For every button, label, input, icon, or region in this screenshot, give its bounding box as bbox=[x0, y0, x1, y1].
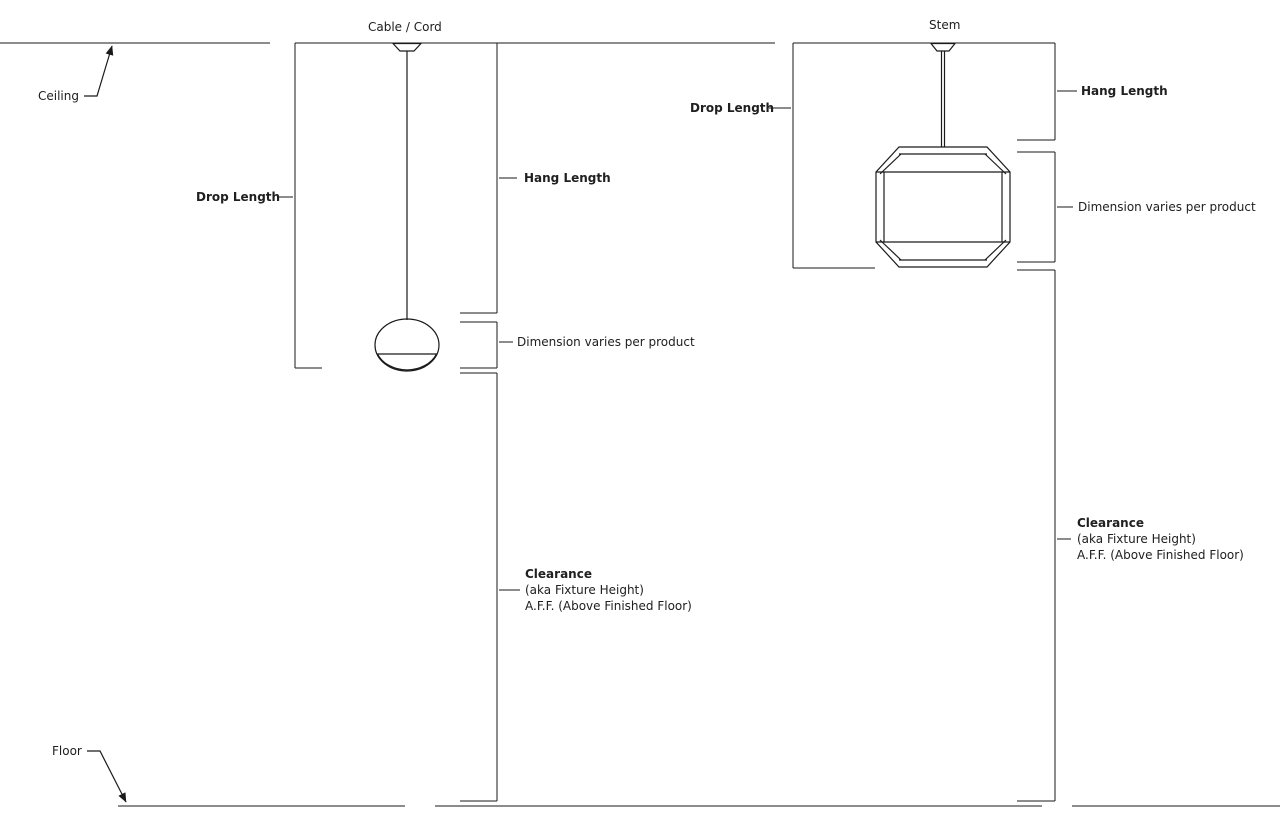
floor-leader-line bbox=[87, 750, 127, 803]
left-dimension-bracket bbox=[460, 321, 513, 369]
left-clearance-title: Clearance bbox=[525, 567, 592, 581]
left-clearance-label: Clearance (aka Fixture Height) A.F.F. (A… bbox=[525, 566, 692, 614]
right-clearance-title: Clearance bbox=[1077, 516, 1144, 530]
right-hang-length-bracket bbox=[1017, 43, 1077, 141]
ceiling-leader-line bbox=[84, 45, 114, 97]
right-clearance-aka: (aka Fixture Height) bbox=[1077, 532, 1196, 546]
right-hang-length-label: Hang Length bbox=[1081, 84, 1168, 98]
right-pendant-fixture bbox=[875, 42, 1011, 268]
right-clearance-label: Clearance (aka Fixture Height) A.F.F. (A… bbox=[1077, 515, 1244, 563]
left-pendant-fixture bbox=[374, 42, 440, 372]
right-dimension-bracket bbox=[1017, 151, 1073, 263]
floor-label: Floor bbox=[52, 744, 82, 758]
right-pendant-canopy bbox=[929, 42, 957, 52]
cable-cord-label: Cable / Cord bbox=[368, 20, 442, 34]
right-clearance-aff: A.F.F. (Above Finished Floor) bbox=[1077, 548, 1244, 562]
left-pendant-canopy bbox=[391, 42, 423, 52]
left-clearance-aka: (aka Fixture Height) bbox=[525, 583, 644, 597]
stem-label: Stem bbox=[929, 18, 961, 32]
right-drop-length-label: Drop Length bbox=[690, 101, 775, 115]
left-hang-length-bracket bbox=[460, 43, 517, 314]
right-pendant-shade bbox=[875, 146, 1011, 268]
left-dimension-label: Dimension varies per product bbox=[517, 335, 695, 349]
left-drop-length-bracket bbox=[277, 43, 322, 369]
right-dimension-label: Dimension varies per product bbox=[1078, 200, 1256, 214]
left-clearance-aff: A.F.F. (Above Finished Floor) bbox=[525, 599, 692, 613]
right-clearance-bracket bbox=[1017, 269, 1071, 802]
left-drop-length-label: Drop Length bbox=[196, 190, 281, 204]
left-hang-length-label: Hang Length bbox=[524, 171, 611, 185]
left-pendant-shade bbox=[374, 318, 440, 372]
left-clearance-bracket bbox=[460, 372, 520, 802]
ceiling-label: Ceiling bbox=[38, 89, 79, 103]
left-pendant-diffuser bbox=[376, 353, 438, 371]
right-drop-length-bracket bbox=[769, 43, 875, 269]
